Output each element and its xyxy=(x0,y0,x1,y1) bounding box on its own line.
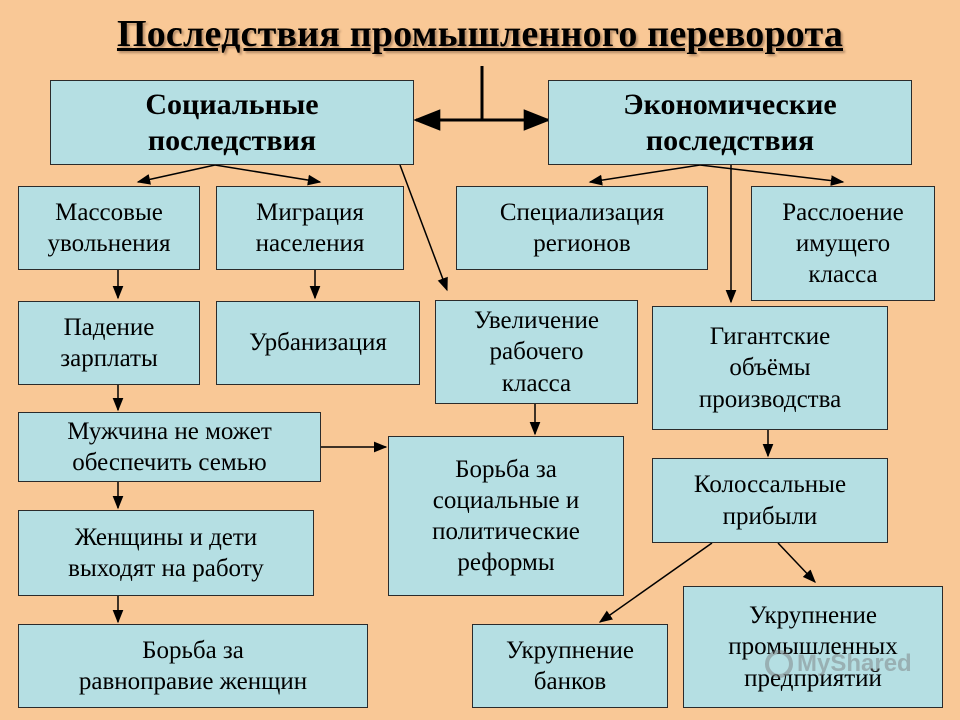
diagram-title: Последствия промышленного переворота xyxy=(116,13,844,55)
arrow-social-layoffs xyxy=(136,164,216,185)
watermark-icon xyxy=(765,650,793,678)
box-struggle-reforms: Борьба за социальные и политические рефо… xyxy=(388,436,624,596)
arrow-profits-industry xyxy=(777,542,816,583)
box-bank-consolidation: Укрупнение банков xyxy=(472,624,668,708)
box-specialization: Специализация регионов xyxy=(456,186,708,270)
box-colossal-profits: Колоссальные прибыли xyxy=(652,458,888,543)
arrow-profits-banks xyxy=(598,542,713,623)
box-giant-volumes: Гигантские объёмы производства xyxy=(652,306,888,430)
arrow-social-migration xyxy=(214,164,322,186)
box-women-children-work: Женщины и дети выходят на работу xyxy=(18,510,314,596)
arrow-economic-stratification xyxy=(699,164,845,186)
box-urbanization: Урбанизация xyxy=(216,301,420,385)
watermark-text: MyShared xyxy=(797,650,912,677)
box-wage-fall: Падение зарплаты xyxy=(18,301,200,385)
box-women-equality: Борьба за равноправие женщин xyxy=(18,624,368,708)
box-mass-layoffs: Массовые увольнения xyxy=(18,186,200,270)
box-man-cannot-provide: Мужчина не может обеспечить семью xyxy=(18,412,321,482)
box-stratification: Расслоение имущего класса xyxy=(751,186,935,301)
arrow-economic-specialization xyxy=(588,164,701,186)
watermark-logo: MyShared xyxy=(765,650,912,678)
box-economic-consequences: Экономические последствия xyxy=(548,80,912,165)
box-social-consequences: Социальные последствия xyxy=(50,80,414,165)
box-working-class-growth: Увеличение рабочего класса xyxy=(435,300,638,404)
box-migration: Миграция населения xyxy=(216,186,404,270)
arrow-social-workingclass xyxy=(399,164,448,292)
box-industrial-consolidation: Укрупнение промышленных предприятий xyxy=(683,586,943,708)
